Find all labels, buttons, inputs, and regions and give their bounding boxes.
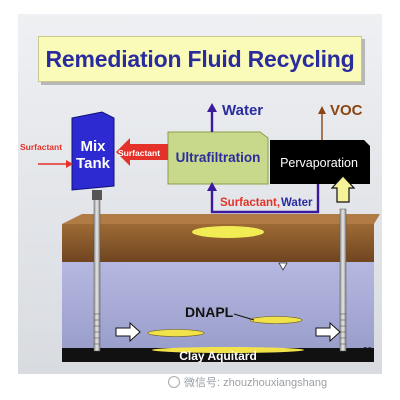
ultrafiltration-box [167,131,269,185]
extraction-well-pipe [339,208,347,352]
slide-title: Remediation Fluid Recycling [38,36,362,82]
dnapl-leader-line [233,313,255,321]
dnapl-blob-left [147,329,205,337]
pervaporation-box [270,140,370,184]
wechat-logo-icon [168,376,180,388]
return-flow-arrowhead [207,182,217,191]
flow-arrow-left [115,321,141,343]
mix-tank-label: Mix Tank [76,138,110,172]
injection-well-pipe [93,198,101,352]
surfactant-in-arrowhead [66,160,73,168]
voc-out-arrowhead [318,106,326,114]
dnapl-pool-bottom [152,347,304,353]
page-number: 20 [363,346,372,355]
water-table-icon [278,262,288,271]
surfactant-return-label: Surfactant, [220,197,281,209]
watermark: 微信号: zhouzhouxiangshang [168,374,327,390]
return-flow-line [210,184,320,214]
dnapl-label: DNAPL [185,304,234,320]
extraction-up-arrow [330,175,356,203]
voc-out-label: VOC [330,102,363,119]
pervaporation-label: Pervaporation [280,156,358,170]
clay-aquitard-label: Clay Aquitard [179,349,257,363]
screen-marks-left [94,313,100,345]
mix-tank-shape [71,111,115,191]
vadose-zone [62,224,374,262]
flow-arrow-right [315,321,341,343]
water-out-arrowhead [207,103,217,112]
soil-top-face [62,214,380,224]
tank-outlet [92,190,102,200]
dnapl-surface-lens [192,226,264,238]
dnapl-blob-right [249,316,303,324]
process-diagram [38,103,380,362]
watermark-text: 微信号: zhouzhouxiangshang [184,377,328,389]
clay-aquitard-layer [62,348,374,362]
surfactant-arrow-to-tank [116,138,168,166]
ultrafiltration-label: Ultrafiltration [175,149,261,165]
screen-marks-right [340,313,346,345]
water-out-label: Water [222,102,264,119]
surfactant-arrow-label: Surfactant [118,148,161,158]
water-return-label: Water [281,197,313,209]
surfactant-in-label: Surfactant [20,142,63,152]
slide: Remediation Fluid Recycling [18,14,382,374]
